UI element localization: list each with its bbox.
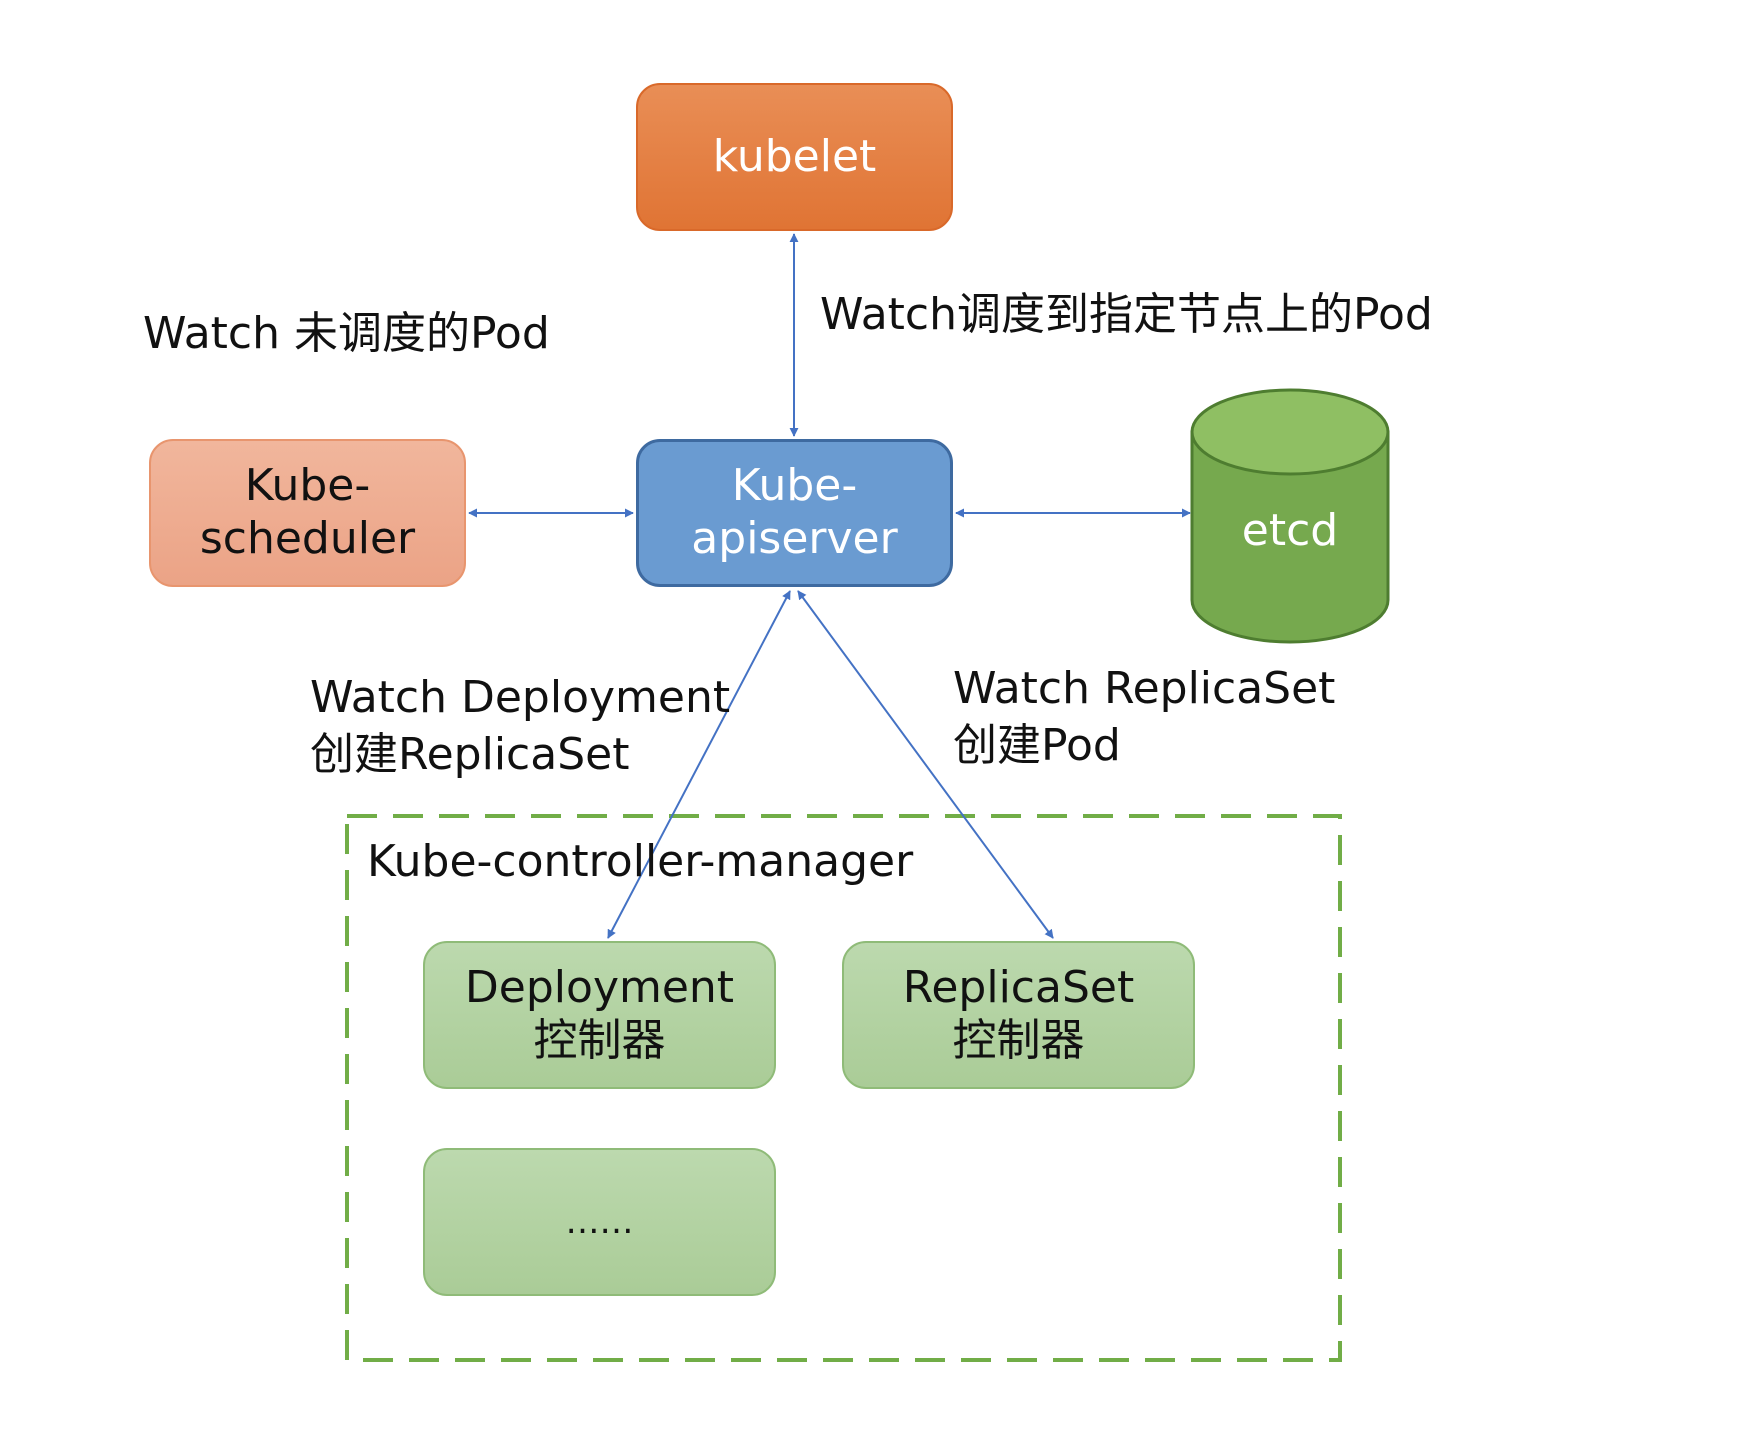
- kubelet-node: kubelet: [636, 83, 953, 231]
- replicaset-watch-label: Watch ReplicaSet 创建Pod: [953, 660, 1335, 774]
- scheduler-watch-label: Watch 未调度的Pod: [143, 308, 550, 359]
- kubelet-label: kubelet: [712, 130, 877, 182]
- arrow-apiserver-deployment-controller: [607, 590, 791, 939]
- replicaset-watch-label-line-2: 创建Pod: [953, 720, 1121, 772]
- deployment-watch-label-line-2: 创建ReplicaSet: [310, 729, 630, 781]
- kube-scheduler-label-line-2: scheduler: [199, 513, 416, 564]
- kube-scheduler-node: Kube- scheduler: [149, 439, 466, 587]
- replicaset-controller-label-line-1: ReplicaSet: [902, 962, 1135, 1014]
- etcd-cylinder: [1190, 388, 1390, 644]
- deployment-controller-label-line-1: Deployment: [464, 962, 735, 1014]
- deployment-watch-label-line-1: Watch Deployment: [310, 672, 731, 723]
- deployment-controller-label-line-2: 控制器: [533, 1015, 666, 1066]
- kube-apiserver-node: Kube- apiserver: [636, 439, 953, 587]
- replicaset-controller-label-line-2: 控制器: [952, 1015, 1085, 1066]
- kubelet-watch-label: Watch调度到指定节点上的Pod: [820, 289, 1433, 340]
- deployment-controller-node: Deployment 控制器: [423, 941, 776, 1089]
- more-controllers-label: ……: [565, 1201, 634, 1242]
- controller-manager-title: Kube-controller-manager: [367, 836, 914, 887]
- controller-manager-frame: [345, 814, 1342, 1362]
- kube-scheduler-label-line-1: Kube-: [244, 460, 371, 512]
- etcd-label: etcd: [1241, 505, 1339, 556]
- kube-apiserver-label-line-1: Kube-: [731, 460, 858, 512]
- replicaset-controller-node: ReplicaSet 控制器: [842, 941, 1195, 1089]
- deployment-watch-label: Watch Deployment 创建ReplicaSet: [310, 669, 730, 783]
- replicaset-watch-label-line-1: Watch ReplicaSet: [953, 663, 1336, 714]
- more-controllers-node: ……: [423, 1148, 776, 1296]
- arrow-apiserver-replicaset-controller: [797, 590, 1054, 939]
- kube-apiserver-label-line-2: apiserver: [691, 513, 898, 564]
